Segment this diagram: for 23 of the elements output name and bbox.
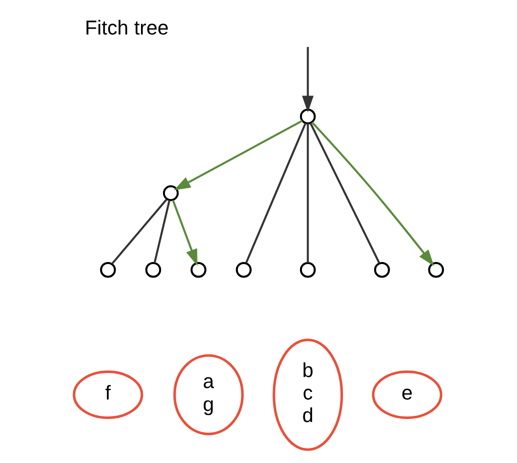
node-circle: [374, 262, 390, 278]
node-ellipse: b c d: [272, 338, 344, 451]
node-circle: [236, 262, 252, 278]
connector: [306, 124, 309, 263]
node-circle: [300, 108, 316, 124]
connector: [245, 122, 306, 264]
arrow: [174, 120, 303, 190]
node-circle: [300, 262, 316, 278]
node-circle: [428, 262, 444, 278]
node-ellipse: f: [72, 370, 144, 419]
node-circle: [190, 262, 206, 278]
node-ellipse: e: [372, 370, 442, 419]
arrow: [302, 46, 314, 112]
node-circle: [145, 262, 162, 278]
node-circle: [100, 262, 116, 278]
node-circle: [162, 185, 179, 202]
connector: [154, 200, 170, 264]
connector: [111, 198, 168, 265]
connector: [310, 122, 380, 264]
node-ellipse: a g: [173, 354, 244, 436]
arrow: [311, 122, 434, 266]
diagram-title: Fitch tree: [84, 17, 169, 40]
arrow: [172, 200, 198, 266]
